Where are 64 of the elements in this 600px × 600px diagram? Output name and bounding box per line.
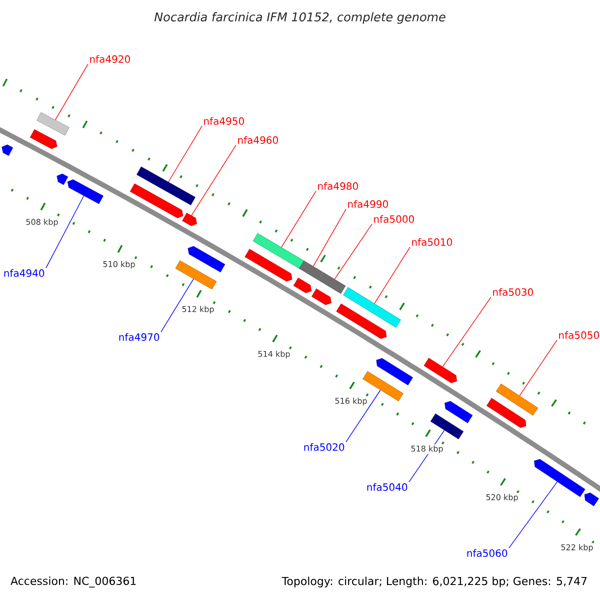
gene-box [175, 260, 217, 290]
gene-label: nfa4960 [238, 136, 278, 144]
gene-block [188, 246, 226, 272]
gene-block [336, 304, 387, 339]
gene-label: nfa4920 [90, 55, 130, 63]
gene-block [2, 144, 14, 156]
scale-label: 522 kbp [560, 543, 594, 553]
leader-line [281, 190, 316, 248]
gene-label: nfa4940 [4, 269, 44, 277]
gene-block [584, 492, 599, 506]
gene-label: nfa5030 [493, 288, 533, 296]
gene-box [36, 112, 70, 136]
gene-block [67, 179, 104, 204]
gene-block [424, 358, 457, 384]
gene-label: nfa5010 [412, 238, 452, 246]
gene-box [299, 260, 323, 280]
leader-line [374, 246, 410, 304]
gene-label: nfa5000 [374, 215, 414, 223]
scale-label: 512 kbp [180, 304, 216, 315]
gene-label: nfa4990 [348, 200, 388, 208]
gene-block [376, 358, 413, 386]
scale-label: 520 kbp [484, 493, 520, 503]
leader-line [334, 224, 372, 280]
gene-label: nfa5050 [559, 331, 599, 339]
scale-label: 518 kbp [410, 444, 444, 454]
gene-block [312, 288, 332, 306]
gene-box [318, 272, 346, 294]
scale-label: 516 kbp [334, 396, 368, 406]
leader-line [168, 126, 202, 182]
gene-label: nfa4950 [204, 117, 244, 125]
gene-label: nfa5060 [467, 549, 508, 557]
gene-box [136, 166, 196, 206]
leader-line [312, 208, 346, 267]
gene-block [56, 174, 68, 185]
leader-line [442, 296, 492, 367]
gene-box [430, 414, 464, 440]
scale-label: 508 kbp [24, 218, 60, 228]
gene-block [444, 401, 473, 424]
gene-label: nfa5020 [304, 443, 344, 451]
gene-block [486, 398, 526, 428]
leader-line [160, 278, 194, 332]
leader-line [346, 390, 381, 442]
leader-line [46, 196, 84, 268]
gene-block [293, 278, 312, 294]
scale-label: 510 kbp [102, 260, 136, 270]
leader-line [519, 340, 558, 396]
gene-block [244, 248, 292, 282]
scale-label: 514 kbp [256, 350, 292, 360]
gene-box [252, 233, 306, 270]
gene-block [534, 459, 586, 497]
gene-label: nfa5040 [367, 483, 408, 491]
title: Nocardia farcinica IFM 10152, complete genome [154, 12, 446, 24]
leader-line [55, 64, 88, 120]
gene-block [182, 212, 197, 226]
footer-text: Accession: NC_006361 [10, 576, 136, 588]
gene-block [30, 129, 58, 149]
gene-block [130, 183, 184, 218]
gene-label: nfa4980 [318, 182, 358, 190]
leader-line [191, 144, 236, 216]
leader-line [508, 481, 558, 548]
gene-box [343, 287, 401, 328]
gene-label: nfa4970 [119, 333, 160, 341]
footer-text: Topology: circular; Length: 6,021,225 bp; Genes: 5,747 [282, 576, 587, 588]
gene-box [496, 384, 538, 416]
